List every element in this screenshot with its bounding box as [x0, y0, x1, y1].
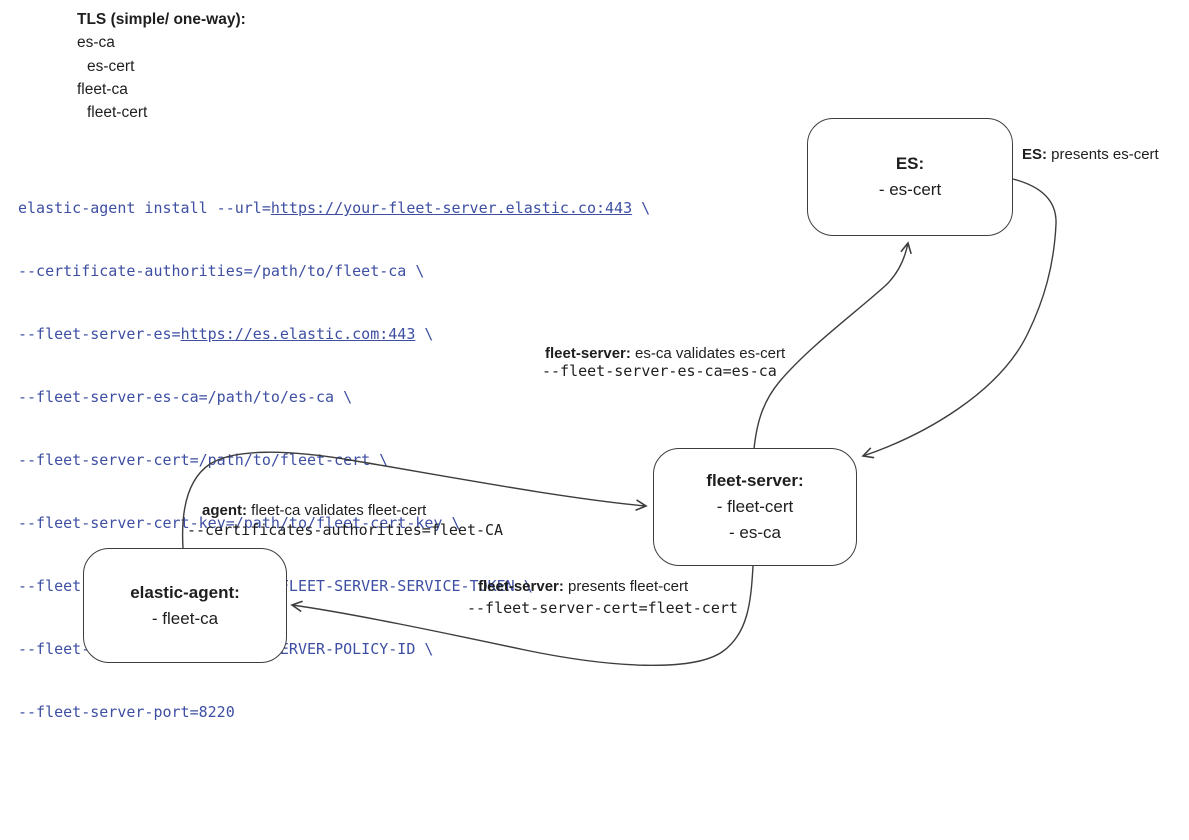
elastic-agent-node: elastic-agent: - fleet-ca — [83, 548, 287, 663]
command-line: --fleet-server-es-ca=/path/to/es-ca \ — [18, 388, 353, 406]
command-line: elastic-agent install --url=https://your… — [18, 199, 651, 217]
fleet-server-node-title: fleet-server: — [706, 471, 804, 490]
legend-item-es-ca: es-ca — [77, 34, 115, 52]
command-line: --fleet-server-cert-key=/path/to/fleet-c… — [18, 514, 461, 532]
elastic-agent-node-item: - fleet-ca — [151, 608, 219, 628]
arrow-es-to-fleet-server — [861, 178, 1057, 459]
command-line: --fleet-server-cert=/path/to/fleet-cert … — [18, 451, 389, 469]
command-line: --fleet-server-port=8220 — [18, 703, 235, 721]
fleet-server-node: fleet-server: - fleet-cert - es-ca — [653, 448, 857, 566]
arrow-agent-to-fleet-server — [181, 451, 648, 549]
legend-item-fleet-ca: fleet-ca — [77, 80, 128, 98]
elastic-agent-node-title: elastic-agent: — [130, 582, 240, 602]
legend-item-fleet-cert: fleet-cert — [87, 104, 148, 122]
fleet-server-url-link: https://your-fleet-server.elastic.co:443 — [270, 199, 633, 217]
fleet-server-node-item: - es-ca — [729, 523, 781, 542]
command-line: --certificate-authorities=/path/to/fleet… — [18, 262, 425, 280]
label-code-certificates-authorities: --certificates-authorities=fleet-CA — [187, 521, 504, 539]
legend-title: TLS (simple/ one-way): — [77, 11, 246, 28]
label-agent-validates-fleet-cert: agent: fleet-ca validates fleet-cert — [202, 502, 427, 519]
es-node: ES: - es-cert — [807, 118, 1013, 236]
label-code-fleet-server-cert: --fleet-server-cert=fleet-cert — [467, 599, 738, 617]
command-line: --fleet-server-es=https://es.elastic.com… — [18, 325, 434, 343]
fleet-server-node-item: - fleet-cert — [716, 497, 794, 516]
arrow-fleet-server-to-es — [753, 241, 912, 450]
tls-legend: TLS (simple/ one-way): es-ca es-cert fle… — [77, 8, 246, 124]
label-es-presents-es-cert: ES: presents es-cert — [1022, 146, 1159, 163]
es-node-title: ES: — [895, 154, 925, 173]
legend-item-es-cert: es-cert — [87, 57, 135, 75]
label-code-fleet-server-es-ca: --fleet-server-es-ca=es-ca — [542, 362, 777, 380]
label-fleet-server-validates-es-cert: fleet-server: es-ca validates es-cert — [545, 345, 786, 362]
label-fleet-server-presents-fleet-cert: fleet-server: presents fleet-cert — [478, 578, 689, 595]
es-node-item: - es-cert — [878, 180, 942, 199]
arrow-fleet-server-to-agent — [290, 565, 754, 667]
es-url-link: https://es.elastic.com:443 — [180, 325, 416, 343]
